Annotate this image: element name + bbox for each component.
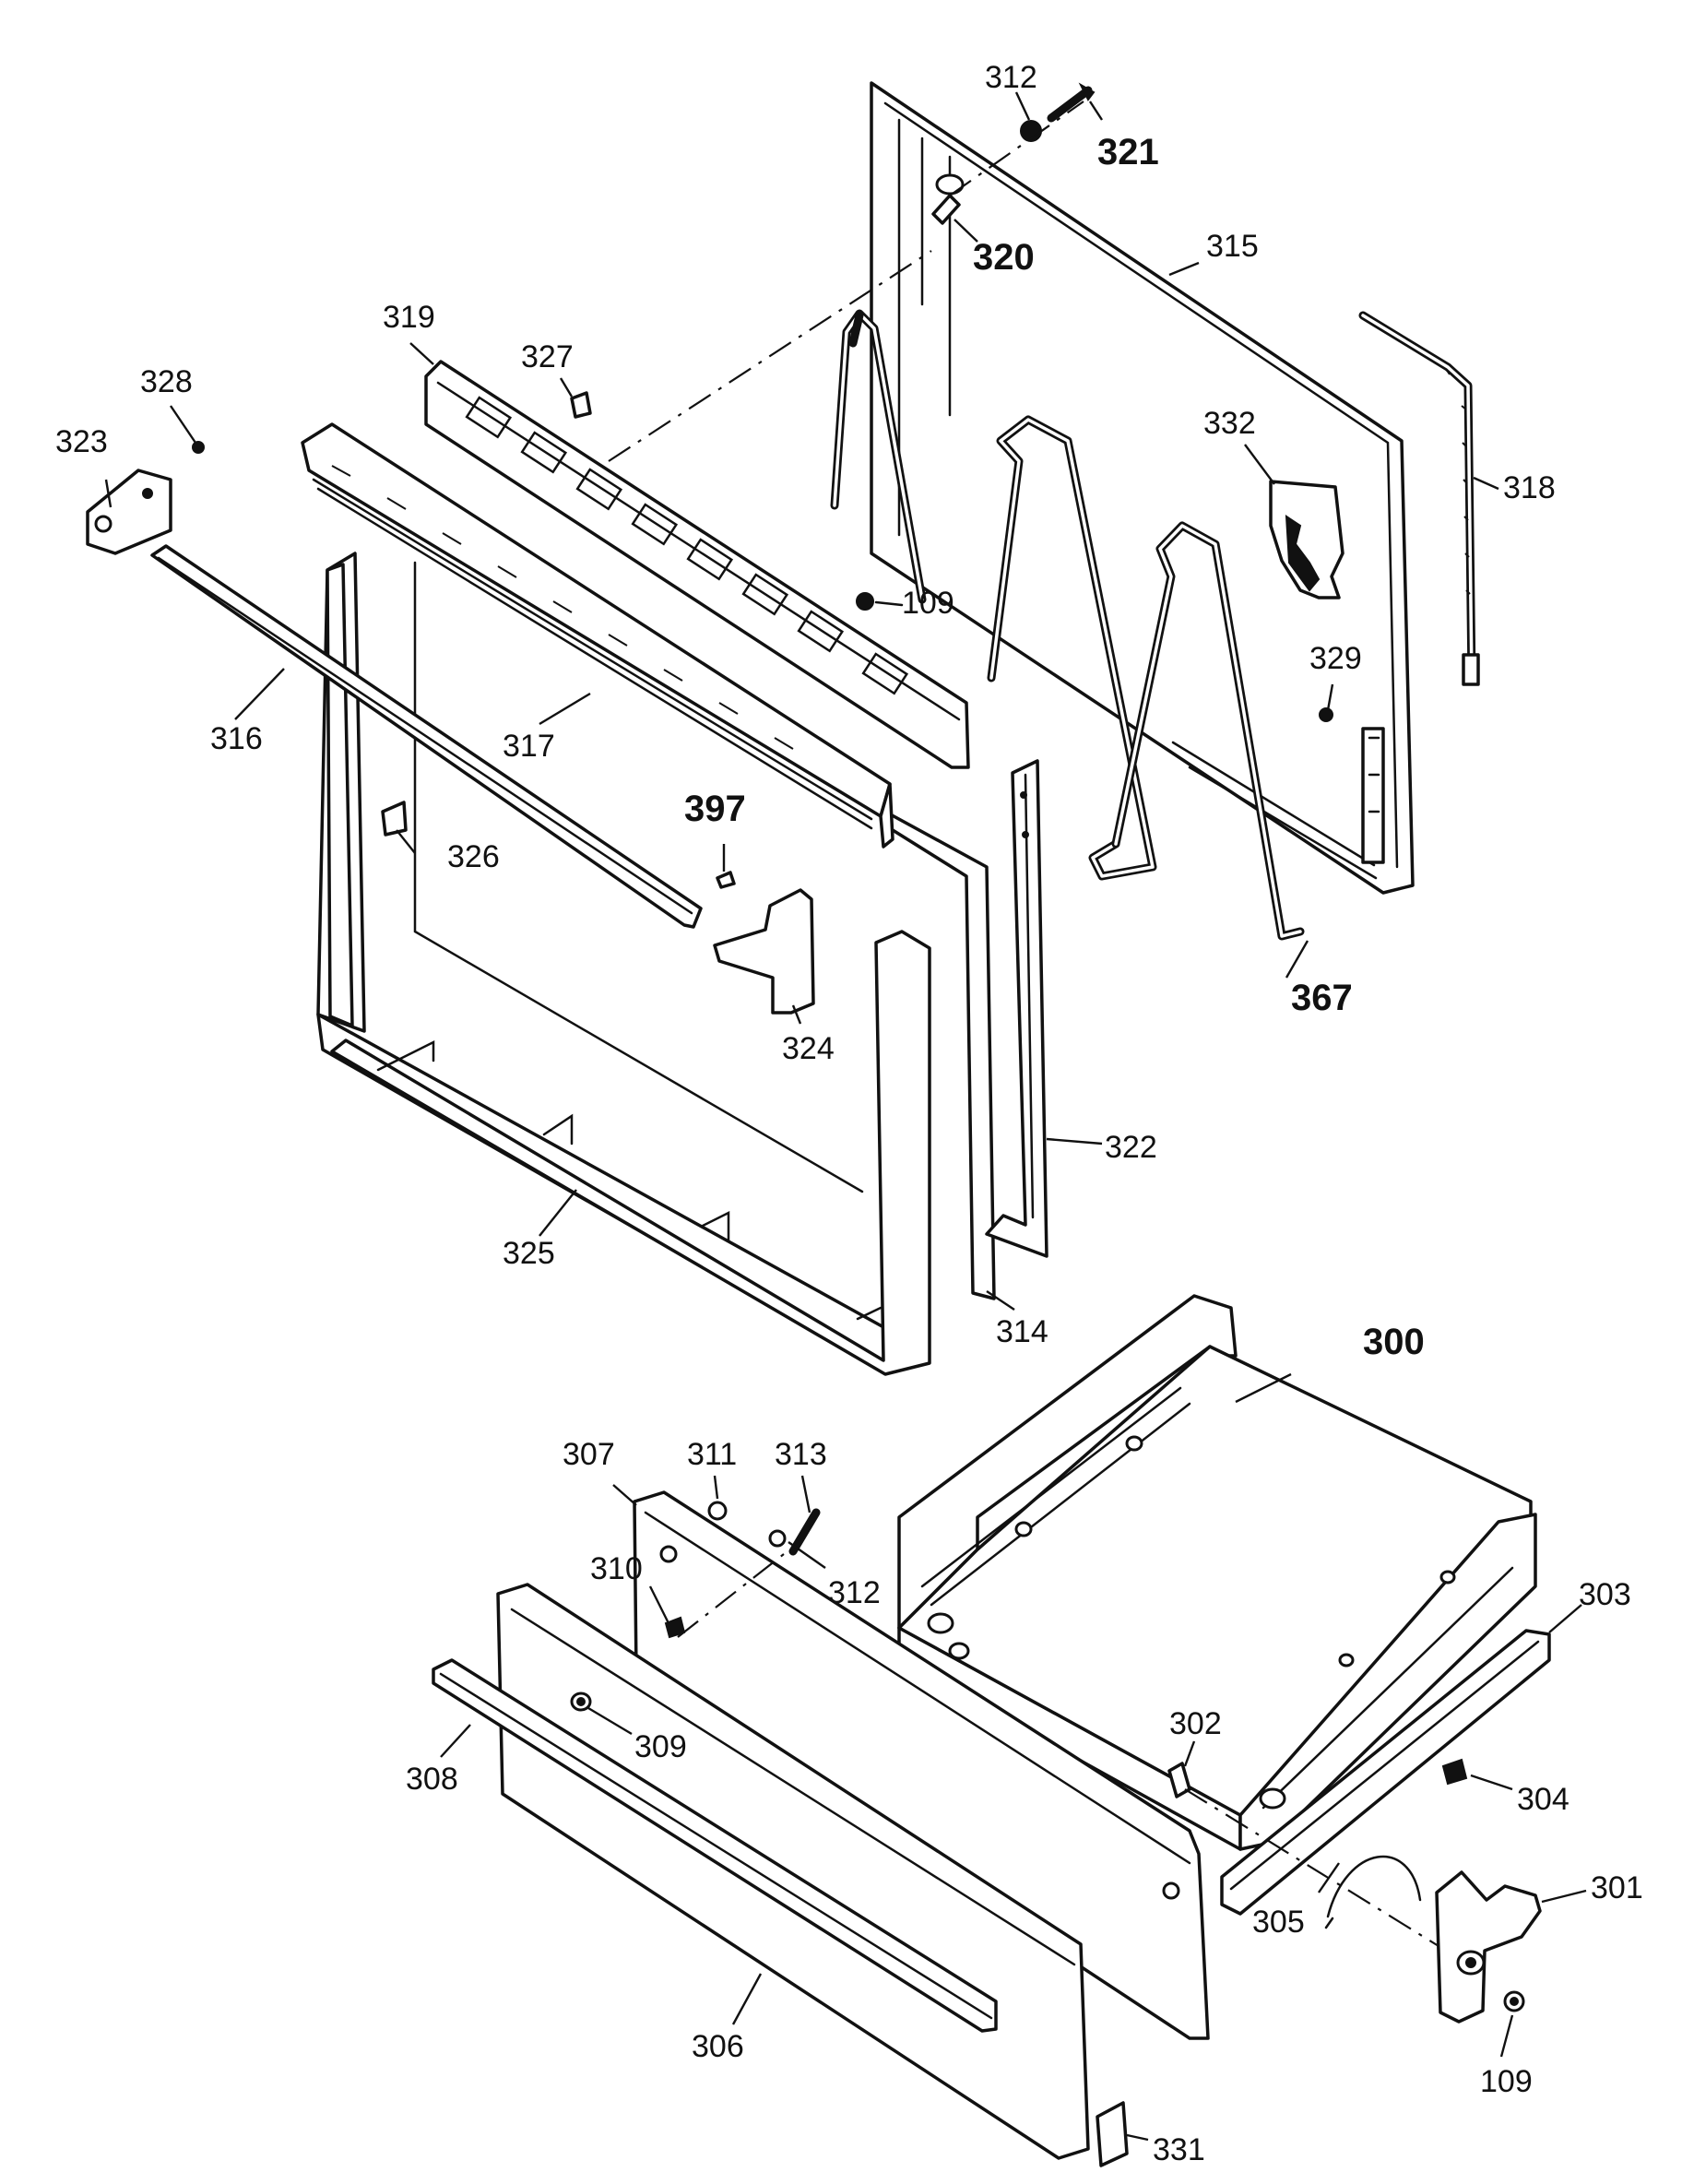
roller-304: [1441, 1758, 1468, 1786]
clip-327: [570, 391, 592, 419]
callout-315: 315: [1206, 229, 1259, 264]
screw-313: [788, 1508, 821, 1556]
callout-306: 306: [692, 2029, 744, 2064]
callout-303: 303: [1579, 1577, 1631, 1612]
callout-329: 329: [1309, 641, 1362, 676]
callout-319: 319: [383, 300, 435, 335]
callout-310: 310: [590, 1551, 643, 1586]
callout-312-lower: 312: [828, 1575, 881, 1610]
callout-327: 327: [521, 339, 574, 374]
door-top-vent-trim-317: [301, 422, 894, 849]
callout-318: 318: [1503, 470, 1556, 505]
leader-lines: [104, 91, 1587, 2142]
door-vent-panel-319: [424, 360, 970, 769]
door-gasket-318: [1358, 311, 1480, 686]
screw-328: [192, 441, 205, 454]
nut-109-lower: [1503, 1990, 1525, 2012]
callout-302: 302: [1169, 1706, 1222, 1741]
drawer-front-panel-306: [496, 1583, 1090, 2160]
hinge-pin-320: [931, 194, 961, 225]
callout-332: 332: [1203, 406, 1256, 441]
callout-321: 321: [1097, 132, 1159, 172]
door-side-trim-322: [985, 759, 1048, 1258]
drawer-slide-rail-303: [1220, 1629, 1551, 1916]
clip-326: [381, 801, 408, 837]
callout-325: 325: [503, 1236, 555, 1271]
callout-313: 313: [775, 1437, 827, 1472]
callout-307: 307: [563, 1437, 615, 1472]
callout-324: 324: [782, 1031, 835, 1066]
alignment-axes: [608, 101, 1439, 1947]
callout-397: 397: [684, 789, 746, 829]
callout-331: 331: [1153, 2132, 1205, 2167]
callout-326: 326: [447, 839, 500, 874]
washer-312-lower: [768, 1529, 787, 1548]
callout-317: 317: [503, 729, 555, 764]
bracket-324: [713, 888, 815, 1015]
callout-308: 308: [406, 1762, 458, 1797]
callout-367: 367: [1291, 978, 1353, 1018]
spring-305: [1324, 1855, 1422, 1929]
hinge-bracket-323: [86, 469, 172, 555]
callout-311: 311: [687, 1437, 737, 1472]
callout-314: 314: [996, 1314, 1048, 1349]
callout-300: 300: [1363, 1322, 1425, 1362]
callout-301: 301: [1591, 1870, 1643, 1905]
callout-316: 316: [210, 721, 263, 756]
callout-109-upper: 109: [902, 586, 954, 621]
insulation-block-332: [1269, 480, 1344, 599]
door-handle-rod-316: [150, 544, 703, 929]
nut-109-upper: [856, 592, 904, 611]
callout-304: 304: [1517, 1782, 1569, 1817]
callout-323: 323: [55, 424, 108, 459]
callout-109-lower: 109: [1480, 2064, 1533, 2099]
nut-311: [707, 1501, 728, 1521]
screw-321: [1047, 82, 1096, 123]
screw-397: [716, 871, 736, 889]
callout-322: 322: [1105, 1130, 1157, 1165]
oven-rack-wire-2: [987, 415, 1157, 881]
oven-rack-wire-1: [830, 309, 927, 604]
oven-rack-wire-367: [1111, 521, 1305, 941]
callout-312-upper: 312: [985, 60, 1037, 95]
callout-320: 320: [973, 237, 1035, 278]
callout-328: 328: [140, 364, 193, 399]
screw-329: [1319, 707, 1333, 722]
drawer-hinge-bracket-301: [1435, 1870, 1542, 2024]
callout-309: 309: [634, 1729, 687, 1764]
drawer-handle-308: [432, 1658, 998, 2033]
callout-305: 305: [1252, 1905, 1305, 1940]
callout-labels: 312 321 320 315 319 327 328 323 332 318 …: [55, 60, 1643, 2167]
clip-331: [1096, 2101, 1129, 2167]
stud-302: [1167, 1762, 1191, 1798]
storage-drawer-box-300: [897, 1294, 1537, 1851]
